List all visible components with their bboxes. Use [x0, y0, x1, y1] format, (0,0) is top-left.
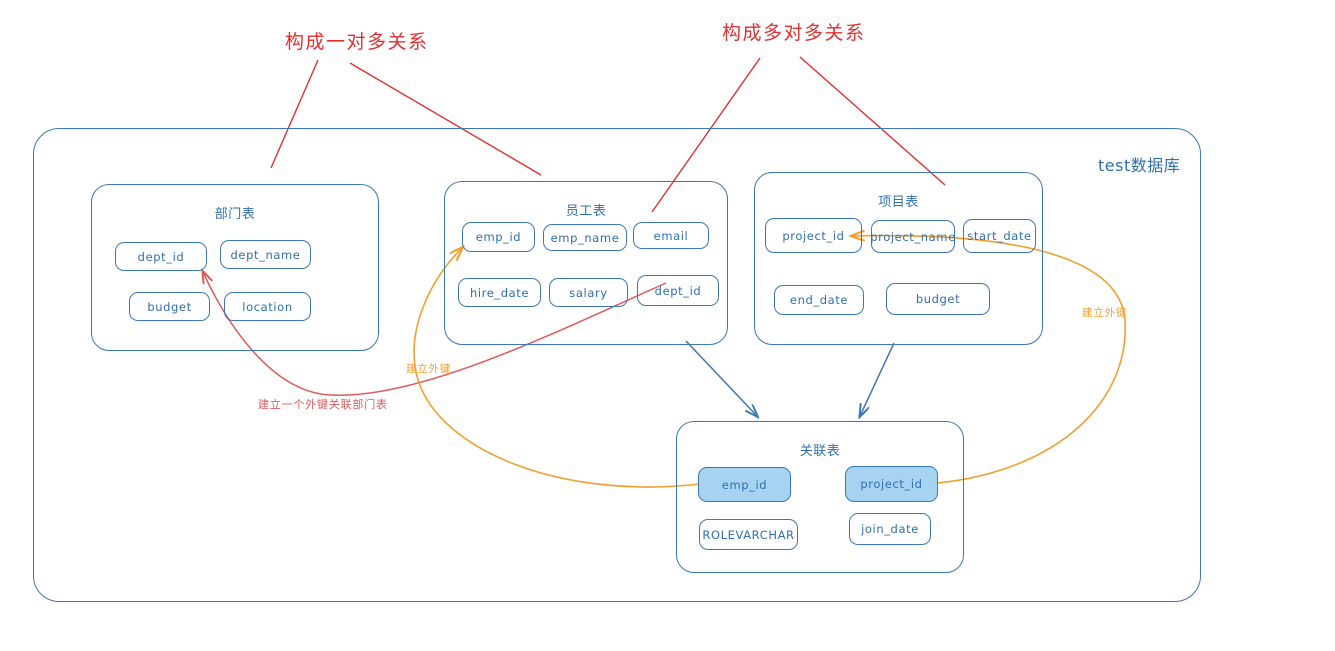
table-junction-title: 关联表 [799, 444, 841, 459]
field-emp-id[interactable]: emp_id [462, 222, 535, 252]
table-department[interactable]: 部门表 dept_id dept_name budget location [91, 184, 379, 351]
field-junction-project-id[interactable]: project_id [845, 466, 938, 502]
field-emp-name[interactable]: emp_name [543, 224, 627, 251]
field-junction-join-date[interactable]: join_date [849, 513, 931, 545]
field-emp-dept-id[interactable]: dept_id [637, 275, 719, 306]
table-employee[interactable]: 员工表 emp_id emp_name email hire_date sala… [444, 181, 728, 345]
annotation-fk-emp: 建立外键 [406, 363, 452, 375]
annotation-many-to-many: 构成多对多关系 [722, 22, 866, 44]
field-junction-emp-id[interactable]: emp_id [698, 467, 791, 502]
field-emp-hire-date[interactable]: hire_date [458, 278, 541, 307]
field-project-name[interactable]: project_name [870, 220, 955, 253]
annotation-one-to-many: 构成一对多关系 [285, 31, 429, 53]
annotation-fk-project: 建立外键 [1082, 307, 1128, 319]
field-dept-budget[interactable]: budget [129, 292, 210, 321]
field-junction-role[interactable]: ROLEVARCHAR [699, 519, 798, 550]
field-project-budget[interactable]: budget [886, 283, 990, 315]
table-junction[interactable]: 关联表 emp_id project_id ROLEVARCHAR join_d… [676, 421, 964, 573]
database-container [33, 128, 1201, 602]
field-dept-location[interactable]: location [224, 292, 311, 321]
field-emp-salary[interactable]: salary [549, 278, 628, 307]
database-title: test数据库 [1098, 156, 1181, 175]
field-dept-id[interactable]: dept_id [115, 242, 207, 271]
field-dept-name[interactable]: dept_name [220, 240, 311, 269]
field-project-end-date[interactable]: end_date [774, 285, 864, 315]
annotation-fk-department: 建立一个外键关联部门表 [258, 398, 388, 411]
field-project-start-date[interactable]: start_date [963, 219, 1036, 253]
table-project-title: 项目表 [878, 195, 919, 210]
field-emp-email[interactable]: email [633, 222, 709, 249]
table-project[interactable]: 项目表 project_id project_name start_date e… [754, 172, 1043, 345]
table-department-title: 部门表 [214, 207, 256, 222]
table-employee-title: 员工表 [565, 204, 607, 219]
field-project-id[interactable]: project_id [765, 218, 862, 253]
